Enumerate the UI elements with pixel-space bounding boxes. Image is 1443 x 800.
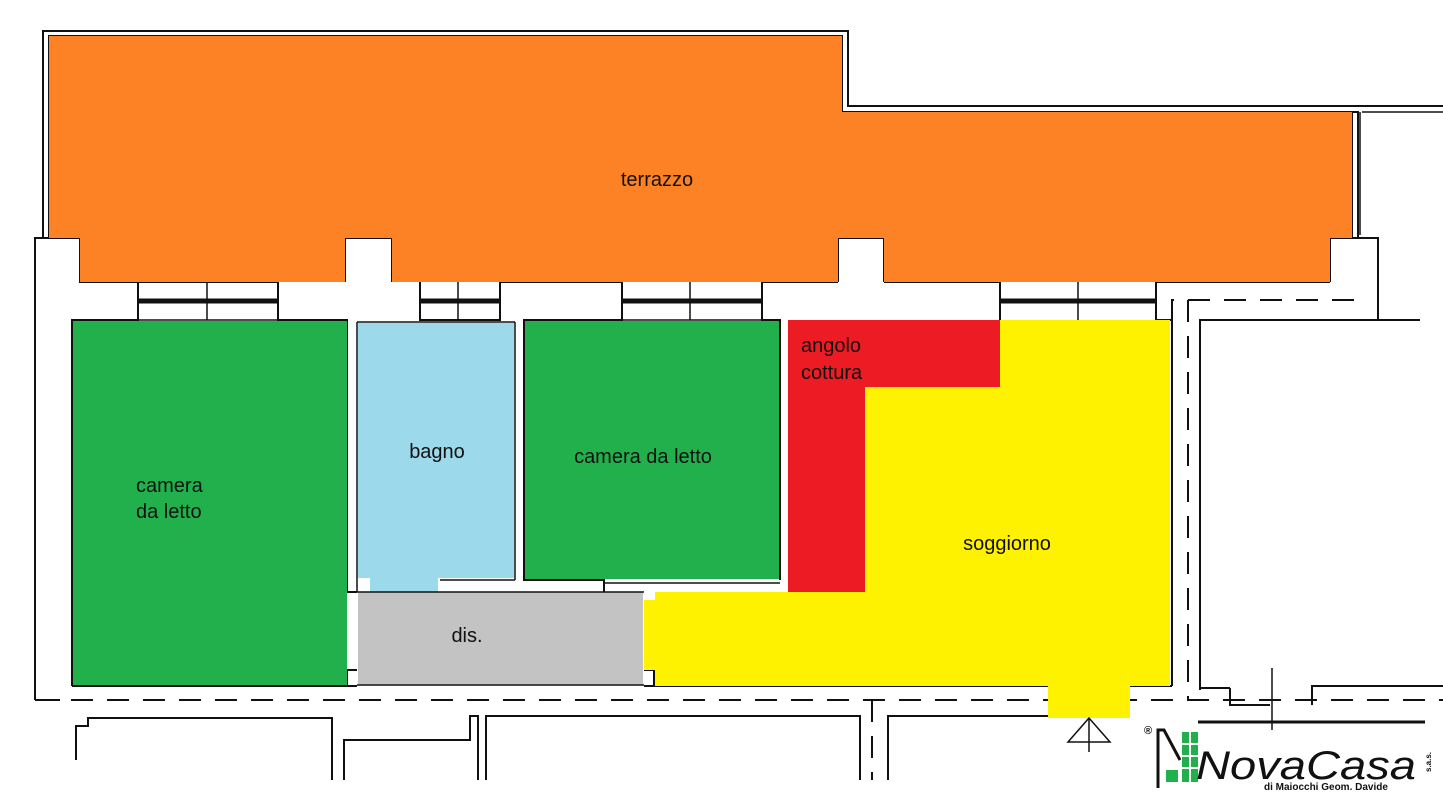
- label-camera-left-line2: da letto: [136, 501, 202, 523]
- room-terrazzo: [49, 36, 1352, 282]
- logo-subtitle: di Maiocchi Geom. Davide: [1264, 782, 1388, 793]
- logo-suffix: s.a.s.: [1424, 752, 1433, 772]
- room-bagno: [358, 323, 514, 578]
- label-camera-center: camera da letto: [574, 446, 712, 468]
- room-camera-left: [73, 321, 347, 685]
- label-angolo-cottura-line1: angolo: [801, 335, 861, 357]
- label-disimpegno: dis.: [451, 625, 482, 647]
- label-soggiorno: soggiorno: [963, 533, 1051, 555]
- label-camera-left-line1: camera: [136, 475, 204, 497]
- room-soggiorno: [644, 320, 1170, 718]
- room-bagno-door: [370, 578, 438, 592]
- building-logo-icon: [1156, 720, 1425, 788]
- label-angolo-cottura-line2: cottura: [801, 362, 863, 384]
- room-camera-center: [525, 321, 779, 579]
- room-disimpegno: [358, 592, 643, 685]
- label-terrazzo: terrazzo: [621, 169, 693, 191]
- inner-walls: [72, 319, 780, 686]
- label-bagno: bagno: [409, 441, 465, 463]
- logo-wordmark: NovaCasa: [1196, 744, 1416, 788]
- room-angolo-cottura: [788, 320, 1000, 592]
- entrance-arrow-icon: [1066, 716, 1112, 752]
- company-logo: ® NovaCasa s.a.s. di Maiocchi Geom. Davi…: [1144, 720, 1433, 793]
- logo-registered-mark: ®: [1144, 725, 1152, 737]
